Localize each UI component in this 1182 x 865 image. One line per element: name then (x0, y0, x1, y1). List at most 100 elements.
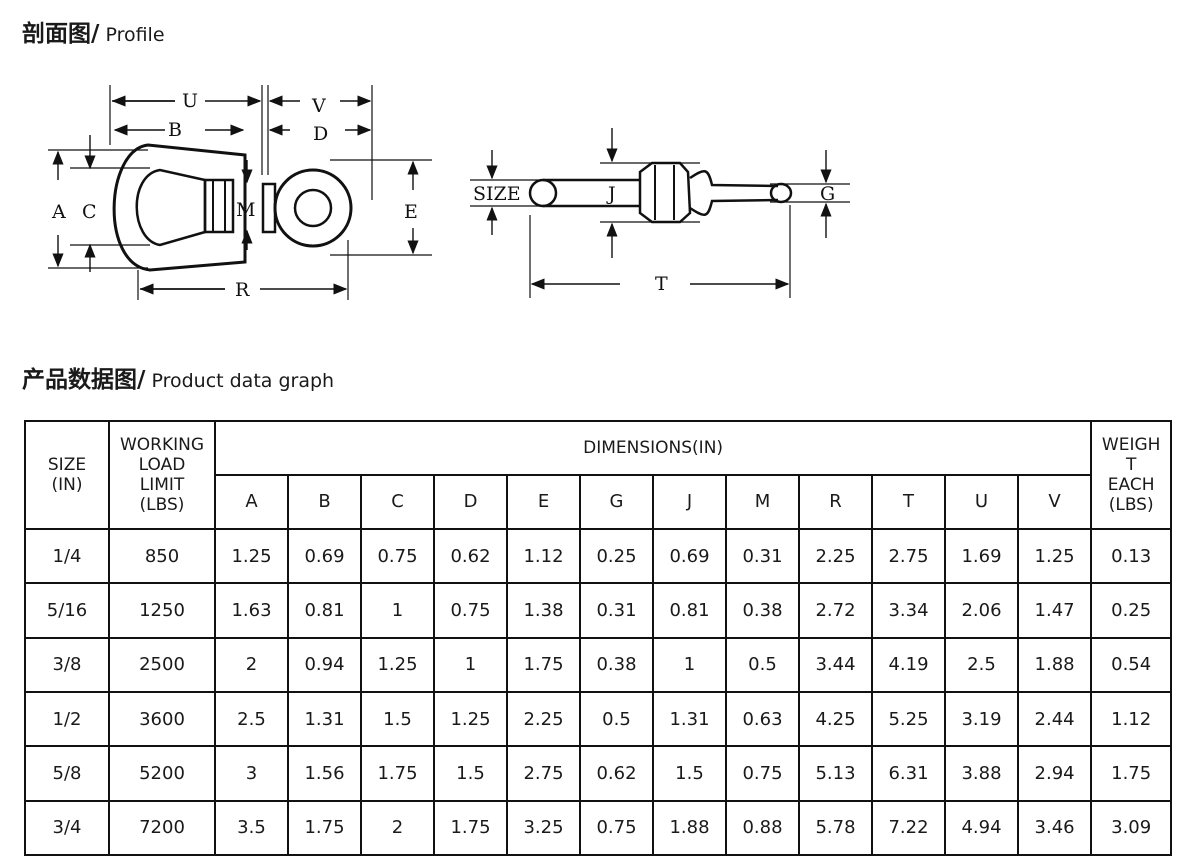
swivel-profile-drawing: U V B D A C M E R SIZE J G T (48, 85, 850, 301)
table-cell: 0.5 (725, 636, 800, 693)
table-cell: 1.25 (1016, 527, 1093, 585)
table-cell: 3.19 (944, 690, 1019, 748)
table-cell: 1/2 (24, 690, 110, 748)
label-d: D (313, 123, 328, 145)
table-cell: 0.75 (579, 799, 654, 857)
table-cell: 3600 (108, 690, 216, 748)
table-cell: 5.25 (871, 690, 946, 748)
header-size: SIZE (IN) (24, 420, 110, 530)
table-cell: 3.09 (1090, 799, 1173, 857)
header-dim-r: R (798, 474, 873, 530)
table-cell: 5200 (108, 745, 216, 802)
table-cell: 2.75 (506, 745, 581, 802)
table-cell: 0.69 (287, 527, 362, 585)
table-cell: 0.75 (360, 527, 435, 585)
header-dim-m: M (725, 474, 800, 530)
table-cell: 1.25 (433, 690, 508, 748)
label-size: SIZE (473, 183, 521, 205)
table-cell: 2.72 (798, 582, 873, 639)
label-u: U (182, 90, 198, 112)
label-m: M (236, 199, 255, 221)
table-cell: 2.75 (871, 527, 946, 585)
header-working-load-limit: WORKING LOAD LIMIT (LBS) (108, 420, 216, 530)
table-cell: 1.12 (1090, 690, 1173, 748)
table-cell: 2500 (108, 636, 216, 693)
header-dim-b: B (287, 474, 362, 530)
header-weight-line: T (1125, 455, 1137, 475)
data-graph-heading: 产品数据图/ Product data graph (22, 360, 334, 394)
header-dim-e: E (506, 474, 581, 530)
table-cell: 1.5 (360, 690, 435, 748)
profile-heading: 剖面图/ Profile (22, 14, 165, 48)
table-cell: 3.44 (798, 636, 873, 693)
table-cell: 850 (108, 527, 216, 585)
table-cell: 0.25 (579, 527, 654, 585)
product-data-table: SIZE (IN) WORKING LOAD LIMIT (LBS) DIMEN… (24, 420, 1173, 857)
table-cell: 1250 (108, 582, 216, 639)
table-cell: 0.81 (287, 582, 362, 639)
table-cell: 1 (360, 582, 435, 639)
header-dimensions: DIMENSIONS(IN) (213, 420, 1093, 476)
table-cell: 1.88 (1016, 636, 1093, 693)
table-cell: 0.62 (433, 527, 508, 585)
table-cell: 2.44 (1016, 690, 1093, 748)
header-wll-line: LIMIT (139, 475, 185, 495)
header-size-line: (IN) (51, 475, 83, 495)
table-cell: 0.81 (652, 582, 727, 639)
table-cell: 4.19 (871, 636, 946, 693)
table-cell: 0.31 (579, 582, 654, 639)
table-cell: 0.75 (725, 745, 800, 802)
header-dim-a: A (214, 474, 289, 530)
label-g: G (820, 183, 835, 205)
profile-heading-en: Profile (99, 24, 165, 46)
table-cell: 1.5 (652, 745, 727, 802)
table-cell: 1.75 (287, 799, 362, 857)
table-cell: 1.25 (214, 527, 289, 585)
label-b: B (168, 119, 182, 141)
header-dim-g: G (579, 474, 654, 530)
table-cell: 0.69 (652, 527, 727, 585)
header-dim-v: V (1016, 474, 1093, 530)
table-cell: 2.94 (1016, 745, 1093, 802)
table-cell: 1.63 (214, 582, 289, 639)
table-cell: 0.63 (725, 690, 800, 748)
data-graph-heading-zh: 产品数据图/ (22, 367, 146, 393)
table-cell: 3.46 (1016, 799, 1093, 857)
header-dim-t: T (871, 474, 946, 530)
table-cell: 1.12 (506, 527, 581, 585)
table-cell: 3/4 (24, 799, 110, 857)
header-size-line: SIZE (47, 455, 87, 475)
table-cell: 1.75 (506, 636, 581, 693)
label-c: C (82, 201, 97, 223)
table-cell: 1.47 (1016, 582, 1093, 639)
table-cell: 0.62 (579, 745, 654, 802)
table-cell: 1.75 (433, 799, 508, 857)
table-cell: 0.13 (1090, 527, 1173, 585)
table-cell: 2 (214, 636, 289, 693)
table-cell: 0.38 (725, 582, 800, 639)
label-e: E (404, 201, 418, 223)
table-cell: 2 (360, 799, 435, 857)
header-wll-line: WORKING (119, 435, 205, 455)
table-cell: 0.5 (579, 690, 654, 748)
table-cell: 2.25 (798, 527, 873, 585)
table-cell: 2.25 (506, 690, 581, 748)
table-cell: 3.88 (944, 745, 1019, 802)
table-cell: 0.88 (725, 799, 800, 857)
label-j: J (606, 183, 616, 205)
table-cell: 3 (214, 745, 289, 802)
table-cell: 5/8 (24, 745, 110, 802)
header-wll-line: LOAD (138, 455, 186, 475)
table-cell: 7.22 (871, 799, 946, 857)
table-cell: 1.69 (944, 527, 1019, 585)
table-cell: 1.75 (1090, 745, 1173, 802)
table-cell: 0.38 (579, 636, 654, 693)
table-cell: 5.13 (798, 745, 873, 802)
table-cell: 0.54 (1090, 636, 1173, 693)
table-cell: 6.31 (871, 745, 946, 802)
